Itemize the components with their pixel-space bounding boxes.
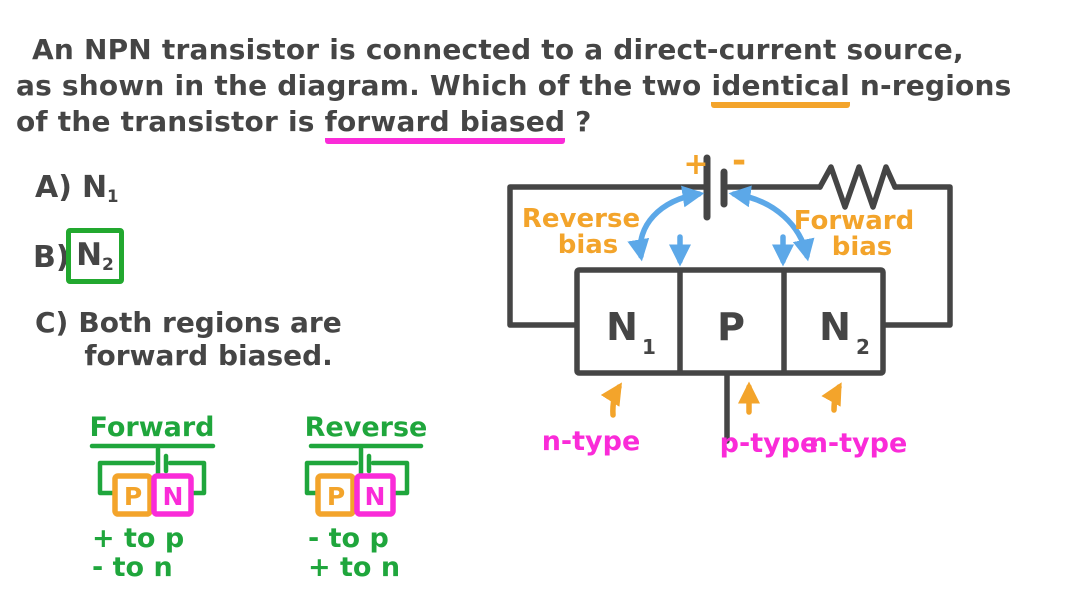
- option-b-value: N2: [76, 237, 114, 275]
- question-line-2-text: as shown in the diagram. Which of the tw…: [16, 69, 712, 102]
- bias-legend: Forward P N + to p - to n Reverse P N: [89, 412, 428, 583]
- option-b-label: B): [33, 240, 70, 275]
- battery-plus-sign: +: [683, 147, 708, 182]
- reverse-bias-label-line2: bias: [558, 230, 619, 260]
- n1-pointer-arrow: [600, 382, 622, 418]
- region-n2-subscript: 2: [856, 335, 870, 359]
- reverse-bias-arrow: [627, 185, 705, 262]
- question-line-3: of the transistor is forward biased ?: [16, 104, 1076, 144]
- forward-wire-right: [167, 460, 207, 496]
- question-text: An NPN transistor is connected to a dire…: [16, 32, 1076, 144]
- reverse-rule-2: + to n: [308, 552, 400, 583]
- option-c-line-1: Both regions are: [78, 306, 342, 339]
- forward-n-box: [151, 473, 194, 517]
- n-type-label-left: n-type: [542, 426, 641, 457]
- forward-n-letter: N: [163, 482, 184, 511]
- reverse-bias-label-line1: Reverse: [522, 204, 640, 234]
- resistor: [817, 164, 898, 210]
- option-c[interactable]: C) Both regions are forward biased.: [35, 306, 342, 372]
- question-line-2: as shown in the diagram. Which of the tw…: [16, 68, 1076, 108]
- forward-bias-legend: Forward P N + to p - to n: [89, 412, 216, 583]
- forward-rule-2: - to n: [92, 552, 173, 583]
- reverse-n-letter: N: [365, 482, 386, 511]
- region-n1-subscript: 1: [642, 335, 656, 359]
- forward-bias-label-line1: Forward: [794, 206, 914, 236]
- forward-rule-1: + to p: [92, 523, 184, 554]
- reverse-p-letter: P: [327, 482, 345, 511]
- reverse-legend-title: Reverse: [305, 412, 428, 443]
- answer-box: N2: [66, 228, 124, 284]
- highlight-forward-biased: forward biased: [324, 105, 566, 144]
- option-c-text: Both regions are forward biased.: [78, 306, 341, 372]
- forward-wire-left: [97, 460, 156, 496]
- option-b-subscript: 2: [102, 255, 114, 276]
- p-type-label: p-type: [720, 428, 819, 459]
- wire-left-loop: [507, 184, 708, 328]
- forward-bias-label-line2: bias: [832, 232, 893, 262]
- n-type-label-right: n-type: [809, 428, 908, 459]
- option-a-base: N: [81, 170, 108, 205]
- option-a[interactable]: A) N1: [35, 170, 119, 206]
- wire-right-loop: [878, 184, 953, 328]
- forward-bias-arrow: [728, 185, 815, 262]
- question-line-3-text: of the transistor is: [16, 105, 325, 138]
- reverse-bias-legend: Reverse P N - to p + to n: [305, 412, 428, 583]
- question-line-1-text: An NPN transistor is connected to a dire…: [32, 33, 964, 66]
- question-mark: ?: [565, 105, 592, 138]
- region-n1-label: N: [606, 305, 638, 349]
- question-line-2-tail: n-regions: [849, 69, 1012, 102]
- forward-p-box: [112, 473, 153, 517]
- transistor-body: [574, 267, 886, 376]
- reverse-n-box: [354, 473, 396, 517]
- highlight-identical: identical: [711, 69, 850, 108]
- region-p-label: P: [717, 305, 745, 349]
- reverse-rule-1: - to p: [308, 523, 389, 554]
- option-c-line-2: forward biased.: [84, 339, 333, 372]
- reverse-wire-left: [304, 460, 359, 496]
- question-line-1: An NPN transistor is connected to a dire…: [16, 32, 1076, 68]
- option-a-label: A): [35, 170, 72, 205]
- option-c-label: C): [35, 306, 69, 339]
- battery-minus-sign: -: [732, 141, 746, 181]
- forward-legend-title: Forward: [89, 412, 214, 443]
- option-a-subscript: 1: [107, 186, 119, 206]
- option-b[interactable]: B): [33, 240, 80, 275]
- transistor-circuit-diagram: + - N 1 P N 2 Reverse bias Forward bias …: [507, 141, 953, 459]
- option-a-value: N1: [82, 170, 119, 206]
- n2-pointer-arrow: [821, 382, 842, 413]
- forward-p-letter: P: [124, 482, 142, 511]
- option-b-base: N: [76, 236, 103, 273]
- reverse-p-box: [315, 473, 356, 517]
- region-n2-label: N: [819, 305, 851, 349]
- reverse-wire-right: [370, 460, 410, 496]
